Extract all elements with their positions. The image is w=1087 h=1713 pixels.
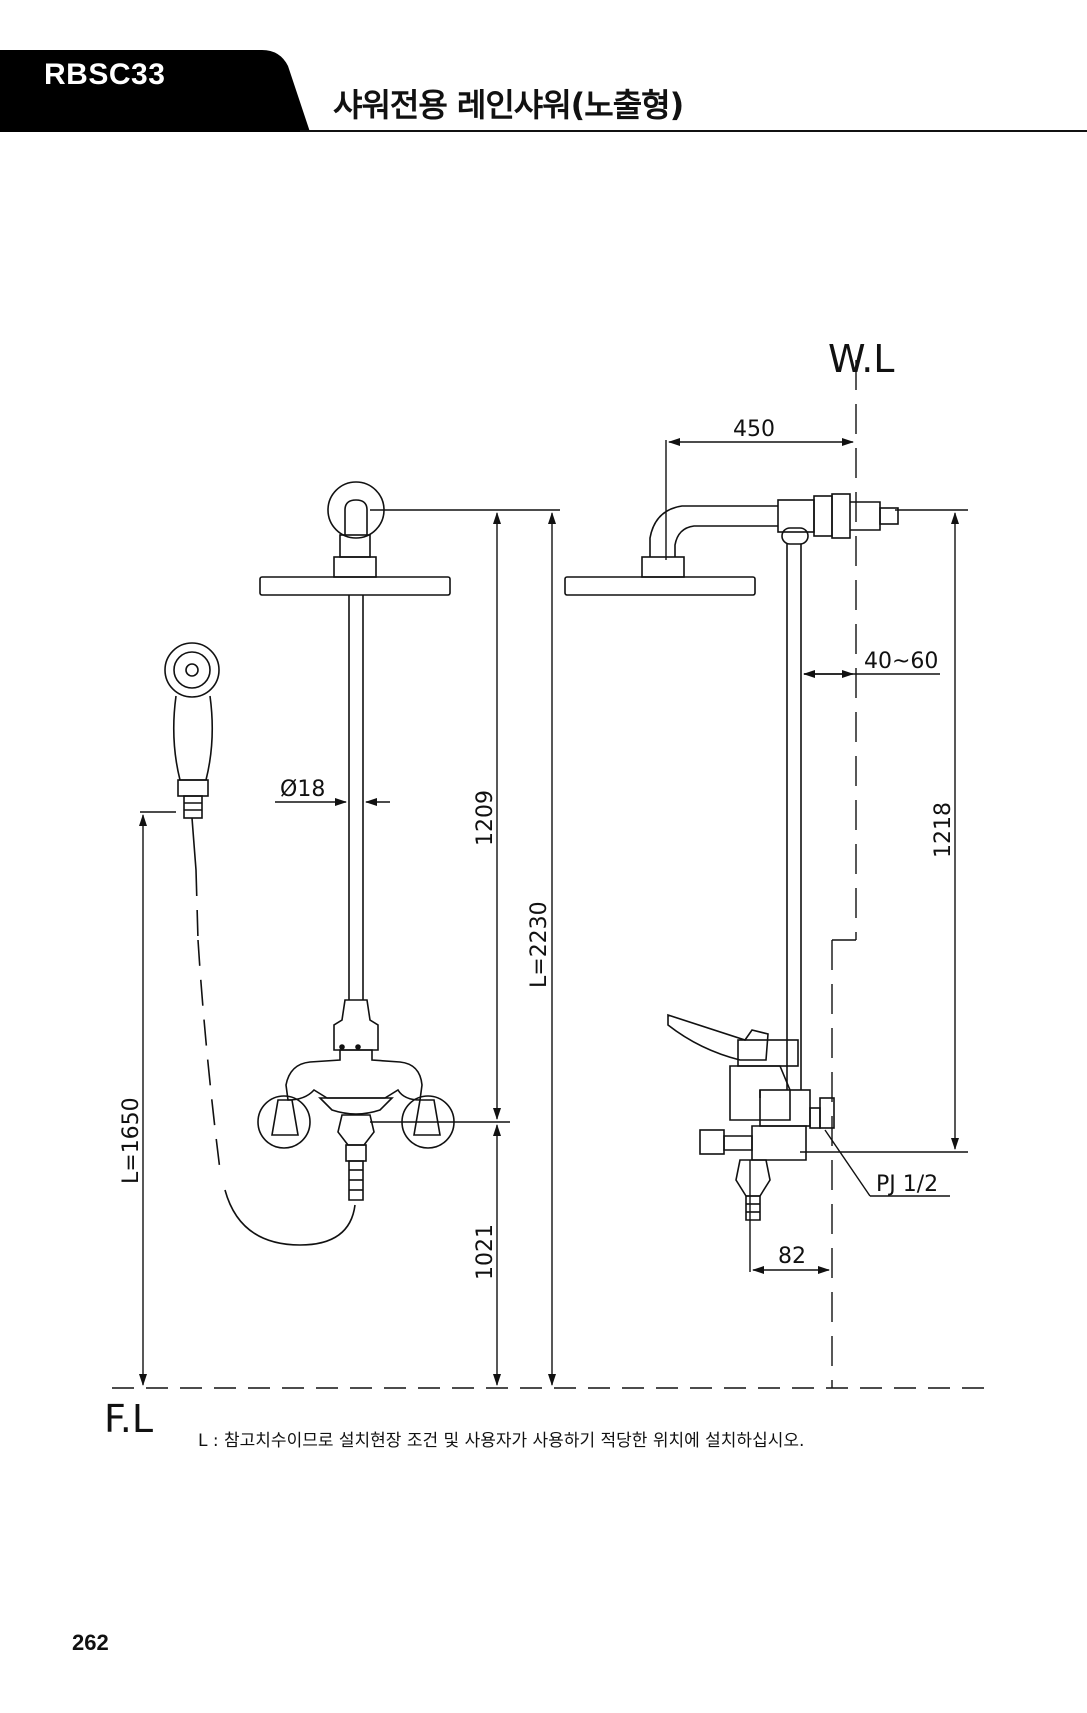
valve-height-dimension: 1021 (473, 1224, 498, 1280)
page-title: 샤워전용 레인샤워(노출형) (333, 86, 684, 124)
model-number: RBSC33 (44, 58, 166, 91)
riser-height-front-dimension: 1209 (473, 790, 498, 846)
reference-lines (112, 360, 990, 1389)
connection-label: PJ 1/2 (876, 1172, 938, 1197)
front-view (257, 481, 455, 1201)
total-length-dimension: L=2230 (527, 901, 552, 988)
hand-shower (164, 642, 356, 1246)
hand-shower-length-dimension: L=1650 (119, 1097, 144, 1184)
model-tab (0, 50, 310, 132)
riser-height-side-dimension: 1218 (931, 802, 956, 858)
wall-offset-dimension: 40~60 (864, 649, 938, 674)
page-number: 262 (72, 1630, 109, 1655)
valve-depth-dimension: 82 (778, 1244, 806, 1269)
side-view (564, 493, 899, 1221)
dimension-lines (139, 438, 959, 1386)
header-rule (300, 130, 1087, 132)
wall-line-label: W.L (828, 337, 894, 381)
floor-line-label: F.L (104, 1397, 153, 1441)
page-header: RBSC33 샤워전용 레인샤워(노출형) (0, 0, 1087, 135)
arm-length-dimension: 450 (733, 417, 775, 442)
pipe-diameter-label: Ø18 (280, 777, 325, 802)
installation-note: L : 참고치수이므로 설치현장 조건 및 사용자가 사용하기 적당한 위치에 … (198, 1431, 804, 1451)
